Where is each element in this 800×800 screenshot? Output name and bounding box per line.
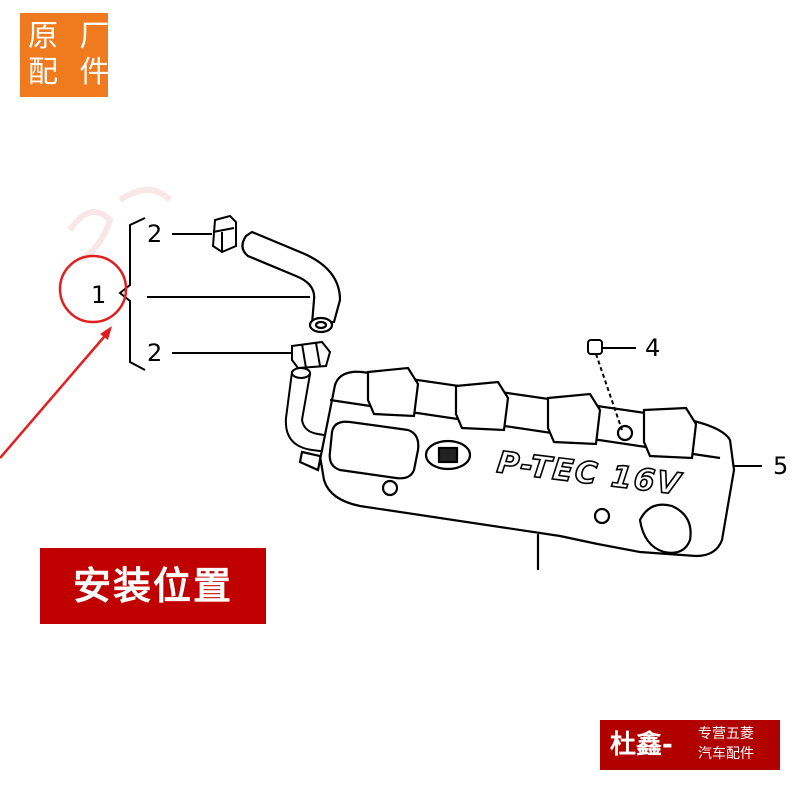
group-bracket (118, 217, 146, 371)
valve-cover (298, 366, 736, 570)
callout-2-top: 2 (147, 220, 163, 248)
callout-2-bottom: 2 (147, 339, 163, 367)
badge-line-2: 配 件 (28, 55, 116, 90)
bolt-part (587, 339, 623, 431)
callout-5: 5 (773, 452, 789, 480)
highlight-circle (58, 254, 128, 324)
callout-1: 1 (91, 281, 107, 309)
brand-logo: 杜鑫- 专营五菱 汽车配件 (600, 720, 780, 770)
watermark (67, 187, 173, 263)
highlight-arrow (0, 329, 111, 459)
brand-tagline-2: 汽车配件 (698, 746, 754, 762)
callout-4: 4 (645, 334, 661, 362)
clip-part-bottom (291, 340, 332, 370)
clip-part-top (211, 214, 237, 254)
highlight-arrow-head (100, 326, 112, 340)
brand-name: 杜鑫- (610, 730, 673, 760)
brand-tagline-1: 专营五菱 (698, 726, 754, 742)
install-position-banner: 安装位置 (40, 548, 266, 624)
genuine-parts-badge: 原 厂 配 件 (20, 13, 116, 97)
breather-hose (241, 230, 342, 334)
badge-line-1: 原 厂 (28, 19, 116, 54)
